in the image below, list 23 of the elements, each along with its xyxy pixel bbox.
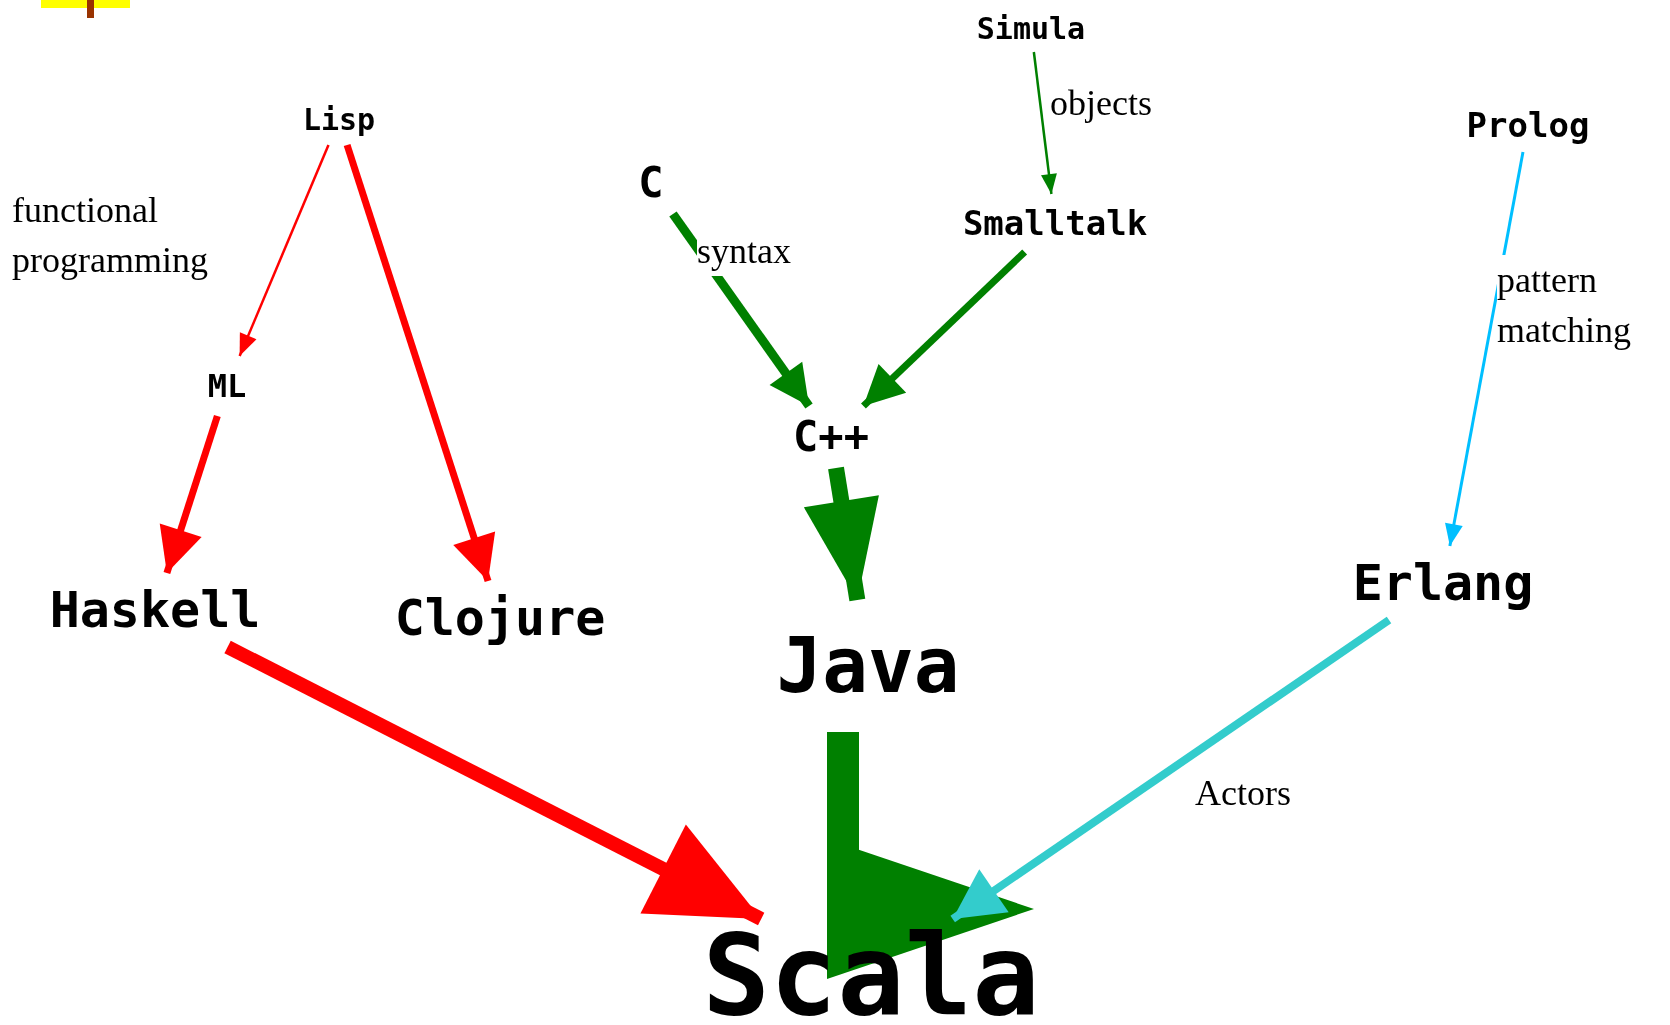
arrow [669,211,813,409]
arrow [343,143,496,583]
arrow [861,249,1028,409]
arrow [950,616,1392,923]
language-name: Erlang [1340,546,1546,620]
arrow [224,640,765,926]
arrow [159,414,221,575]
arrow [827,732,1034,979]
language-name: C [628,152,674,214]
language-name: Java [748,600,988,732]
language-name: Smalltalk [950,194,1160,252]
language-name: Clojure [382,581,618,655]
language-name: C++ [783,406,879,468]
language-name: Haskell [37,573,273,647]
arrow [1445,151,1525,547]
language-name: Scala [702,919,1040,1025]
language-name: Lisp [292,95,386,145]
arrow [1032,51,1057,195]
language-name: ML [193,356,261,416]
language-name: Simula [968,6,1094,52]
language-name: Prolog [1456,98,1600,152]
arrow [238,144,330,357]
arrow [803,466,879,602]
